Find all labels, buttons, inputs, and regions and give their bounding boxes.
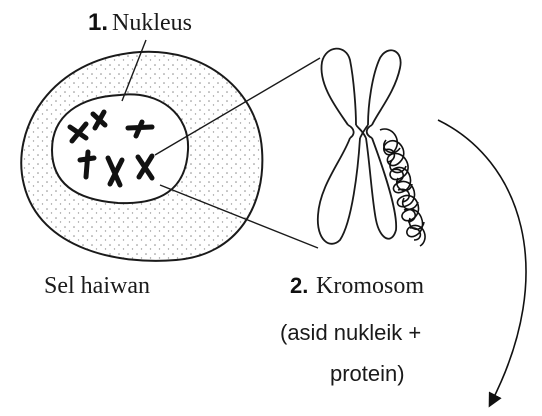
curved-arrow xyxy=(438,120,526,405)
nucleus-number: 1. xyxy=(88,9,108,36)
composition-line-1: (asid nukleik + xyxy=(280,320,421,345)
chromosome-label: Kromosom xyxy=(316,273,424,299)
animal-cell xyxy=(21,52,262,261)
nucleus-label: Nukleus xyxy=(112,10,192,36)
coiled-dna xyxy=(380,129,425,246)
chromosome-number: 2. xyxy=(290,273,308,298)
enlarged-chromosome xyxy=(318,49,401,244)
composition-line-2: protein) xyxy=(330,361,405,386)
cell-label: Sel haiwan xyxy=(44,273,150,299)
